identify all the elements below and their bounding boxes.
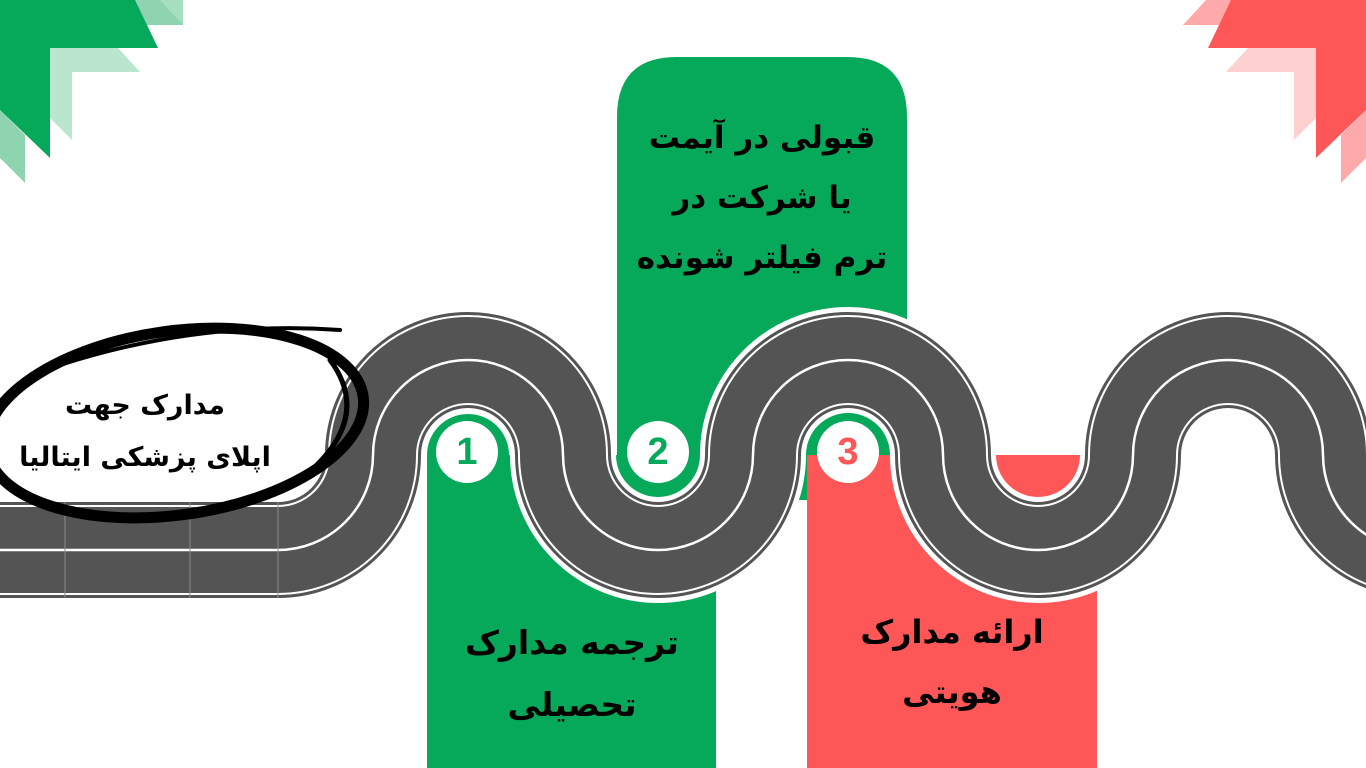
- step-2-line-2: یا شرکت در: [672, 180, 852, 216]
- start-ellipse-icon: [0, 322, 370, 524]
- step-2-line-3: ترم فیلتر شونده: [636, 240, 888, 276]
- step-3-number-badge: 3: [817, 421, 879, 483]
- step-1-line-1: ترجمه مدارک: [465, 623, 679, 662]
- step-3-label: ارائه مدارک هویتی: [807, 602, 1097, 722]
- step-3-line-1: ارائه مدارک: [860, 613, 1044, 651]
- start-label-line-1: مدارک جهت: [64, 390, 226, 421]
- start-label: مدارک جهت اپلای پزشکی ایتالیا: [0, 380, 290, 484]
- step-1-label: ترجمه مدارک تحصیلی: [427, 612, 717, 736]
- step-2-number-badge: 2: [627, 421, 689, 483]
- step-3-line-2: هویتی: [902, 673, 1002, 711]
- step-1-line-2: تحصیلی: [507, 685, 637, 724]
- start-label-line-2: اپلای پزشکی ایتالیا: [19, 442, 271, 473]
- road: [0, 307, 1366, 603]
- corner-chevrons-green-icon: [0, 0, 183, 183]
- corner-chevrons-red-icon: [1183, 0, 1366, 183]
- step-2-label: قبولی در آیمت یا شرکت در ترم فیلتر شونده: [617, 108, 907, 288]
- step-1-number-badge: 1: [436, 421, 498, 483]
- step-2-line-1: قبولی در آیمت: [648, 120, 876, 156]
